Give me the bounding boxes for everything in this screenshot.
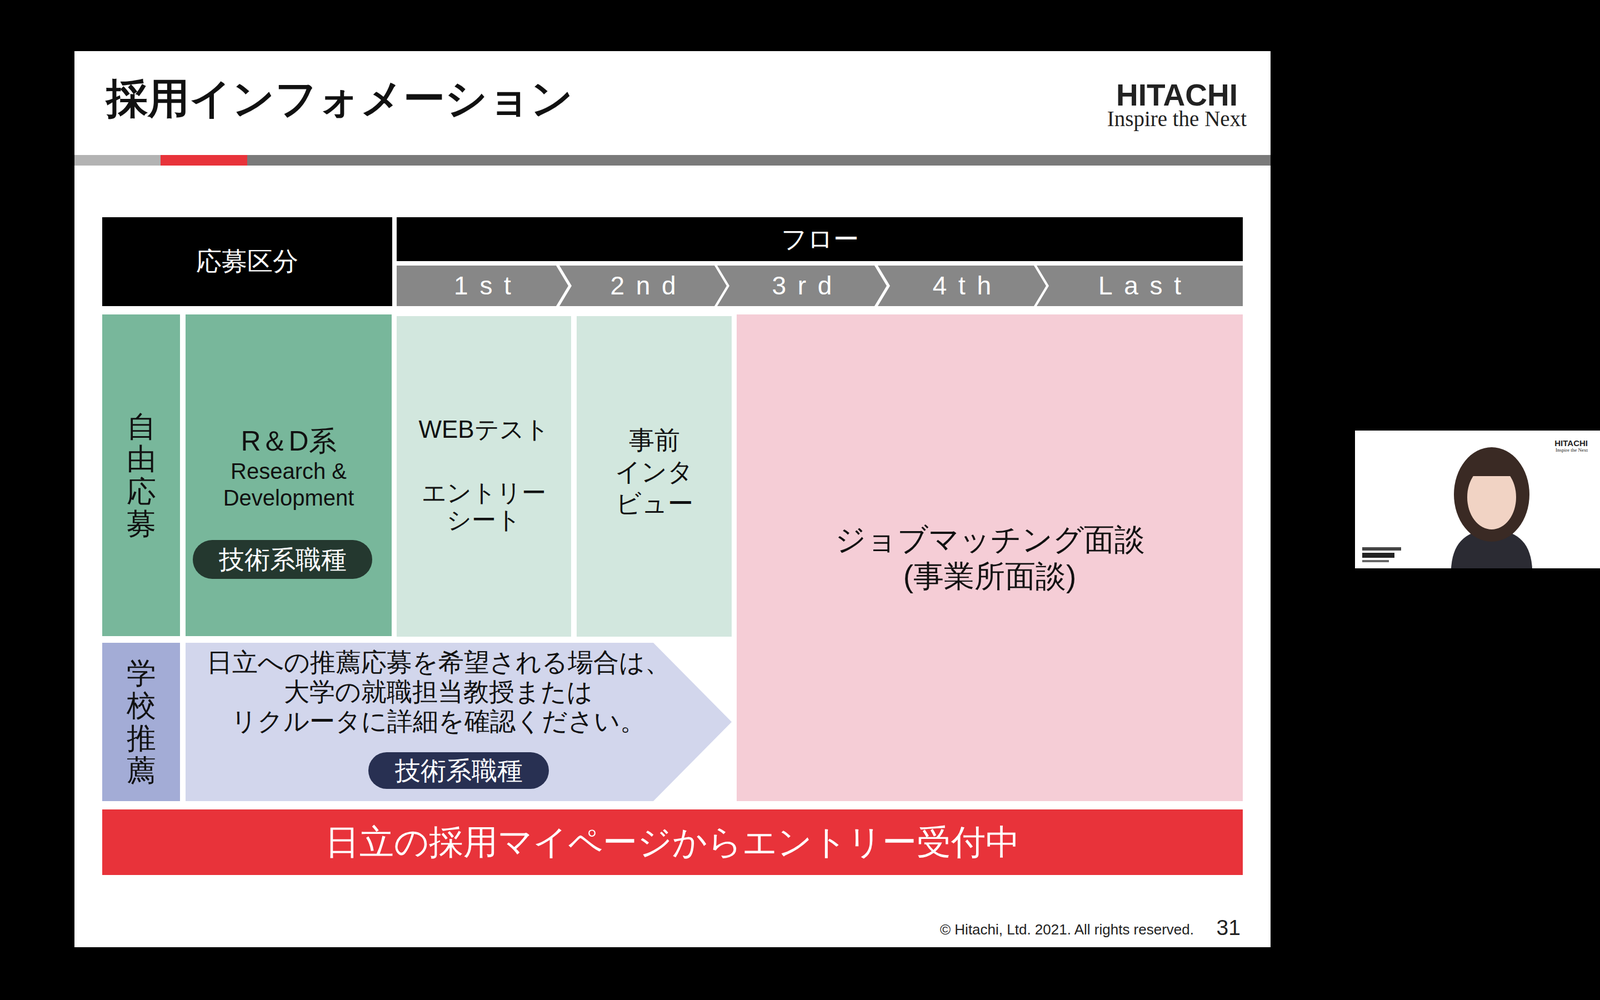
person-fringe <box>1467 463 1517 477</box>
video-thumbnail <box>1355 430 1600 569</box>
node-text: 1st <box>442 270 523 303</box>
title-rule-light <box>74 155 161 166</box>
chevron-fill <box>717 265 887 307</box>
chevron-fill <box>1036 265 1243 307</box>
category-cell: 学校推薦 <box>102 642 180 802</box>
node-text: Last <box>1086 270 1193 303</box>
node-text: 応募区分 <box>196 245 299 278</box>
step-chevron: 1st <box>396 265 569 307</box>
node-text: 日立の採用マイページからエントリー受付中 <box>325 820 1020 864</box>
logo-tagline: Inspire the Next <box>1555 447 1588 454</box>
interview-cell: ジョブマッチング面談 (事業所面談) <box>736 314 1243 802</box>
node-text: 事前 インタ ビュー <box>615 424 694 520</box>
node-text: Research & Development <box>202 457 376 512</box>
title-rule-dark <box>247 155 1271 166</box>
tag-pill: 技術系職種 <box>368 752 549 789</box>
note-arrow: 日立への推薦応募を希望される場合は、 大学の就職担当教授または リクルータに詳細… <box>185 642 732 802</box>
node-text: 技術系職種 <box>218 546 347 573</box>
chevron-fill <box>559 265 727 307</box>
step-chevron: 3rd <box>717 265 887 307</box>
track-cell: R＆D系Research & Development 技術系職種 <box>185 314 392 637</box>
entry-banner: 日立の採用マイページからエントリー受付中 <box>102 809 1243 875</box>
node-text: 技術系職種 <box>395 757 523 784</box>
node-text: 4th <box>921 270 1003 303</box>
title-rule-red <box>160 155 248 166</box>
tag-pill: 技術系職種 <box>192 540 373 579</box>
slide-title: 採用インフォメーション <box>106 77 574 120</box>
slide-page <box>74 51 1271 948</box>
thumbnail-mark <box>1362 552 1395 558</box>
node-text: フロー <box>781 223 859 256</box>
node-text: WEBテスト <box>418 415 549 445</box>
step-chevron: Last <box>1036 265 1243 307</box>
node-text: R＆D系 <box>240 424 337 458</box>
node-text: ジョブマッチング面談 (事業所面談) <box>835 521 1145 595</box>
thumbnail-mark <box>1362 560 1389 563</box>
chevron-fill <box>877 265 1047 307</box>
header-cell: 応募区分 <box>102 217 393 307</box>
page-number: 31 <box>1216 916 1241 940</box>
logo-word: HITACHI <box>1554 438 1588 449</box>
copyright-note: © Hitachi, Ltd. 2021. All rights reserve… <box>940 921 1194 938</box>
chevron-fill <box>396 265 569 307</box>
node-text: 自由応募 <box>126 410 157 540</box>
thumbnail-mark <box>1362 547 1402 551</box>
node-text: エントリー シート <box>421 478 547 534</box>
step-cell: 事前 インタ ビュー <box>576 316 732 637</box>
step-chevron: 2nd <box>559 265 727 307</box>
header-cell: フロー <box>396 217 1243 262</box>
person-hair <box>1453 447 1530 542</box>
arrow-fill <box>185 642 732 802</box>
node-text: 学校推薦 <box>126 657 157 787</box>
node-text: 3rd <box>760 270 844 303</box>
logo-tagline: Inspire the Next <box>1107 107 1247 132</box>
category-cell: 自由応募 <box>102 314 180 637</box>
step-cell: WEBテストエントリー シート <box>396 316 572 637</box>
thumbnail-ground <box>1355 430 1600 569</box>
step-chevron: 4th <box>877 265 1047 307</box>
node-text: 日立への推薦応募を希望される場合は、 大学の就職担当教授または リクルータに詳細… <box>206 647 671 737</box>
node-text: 2nd <box>598 270 688 303</box>
